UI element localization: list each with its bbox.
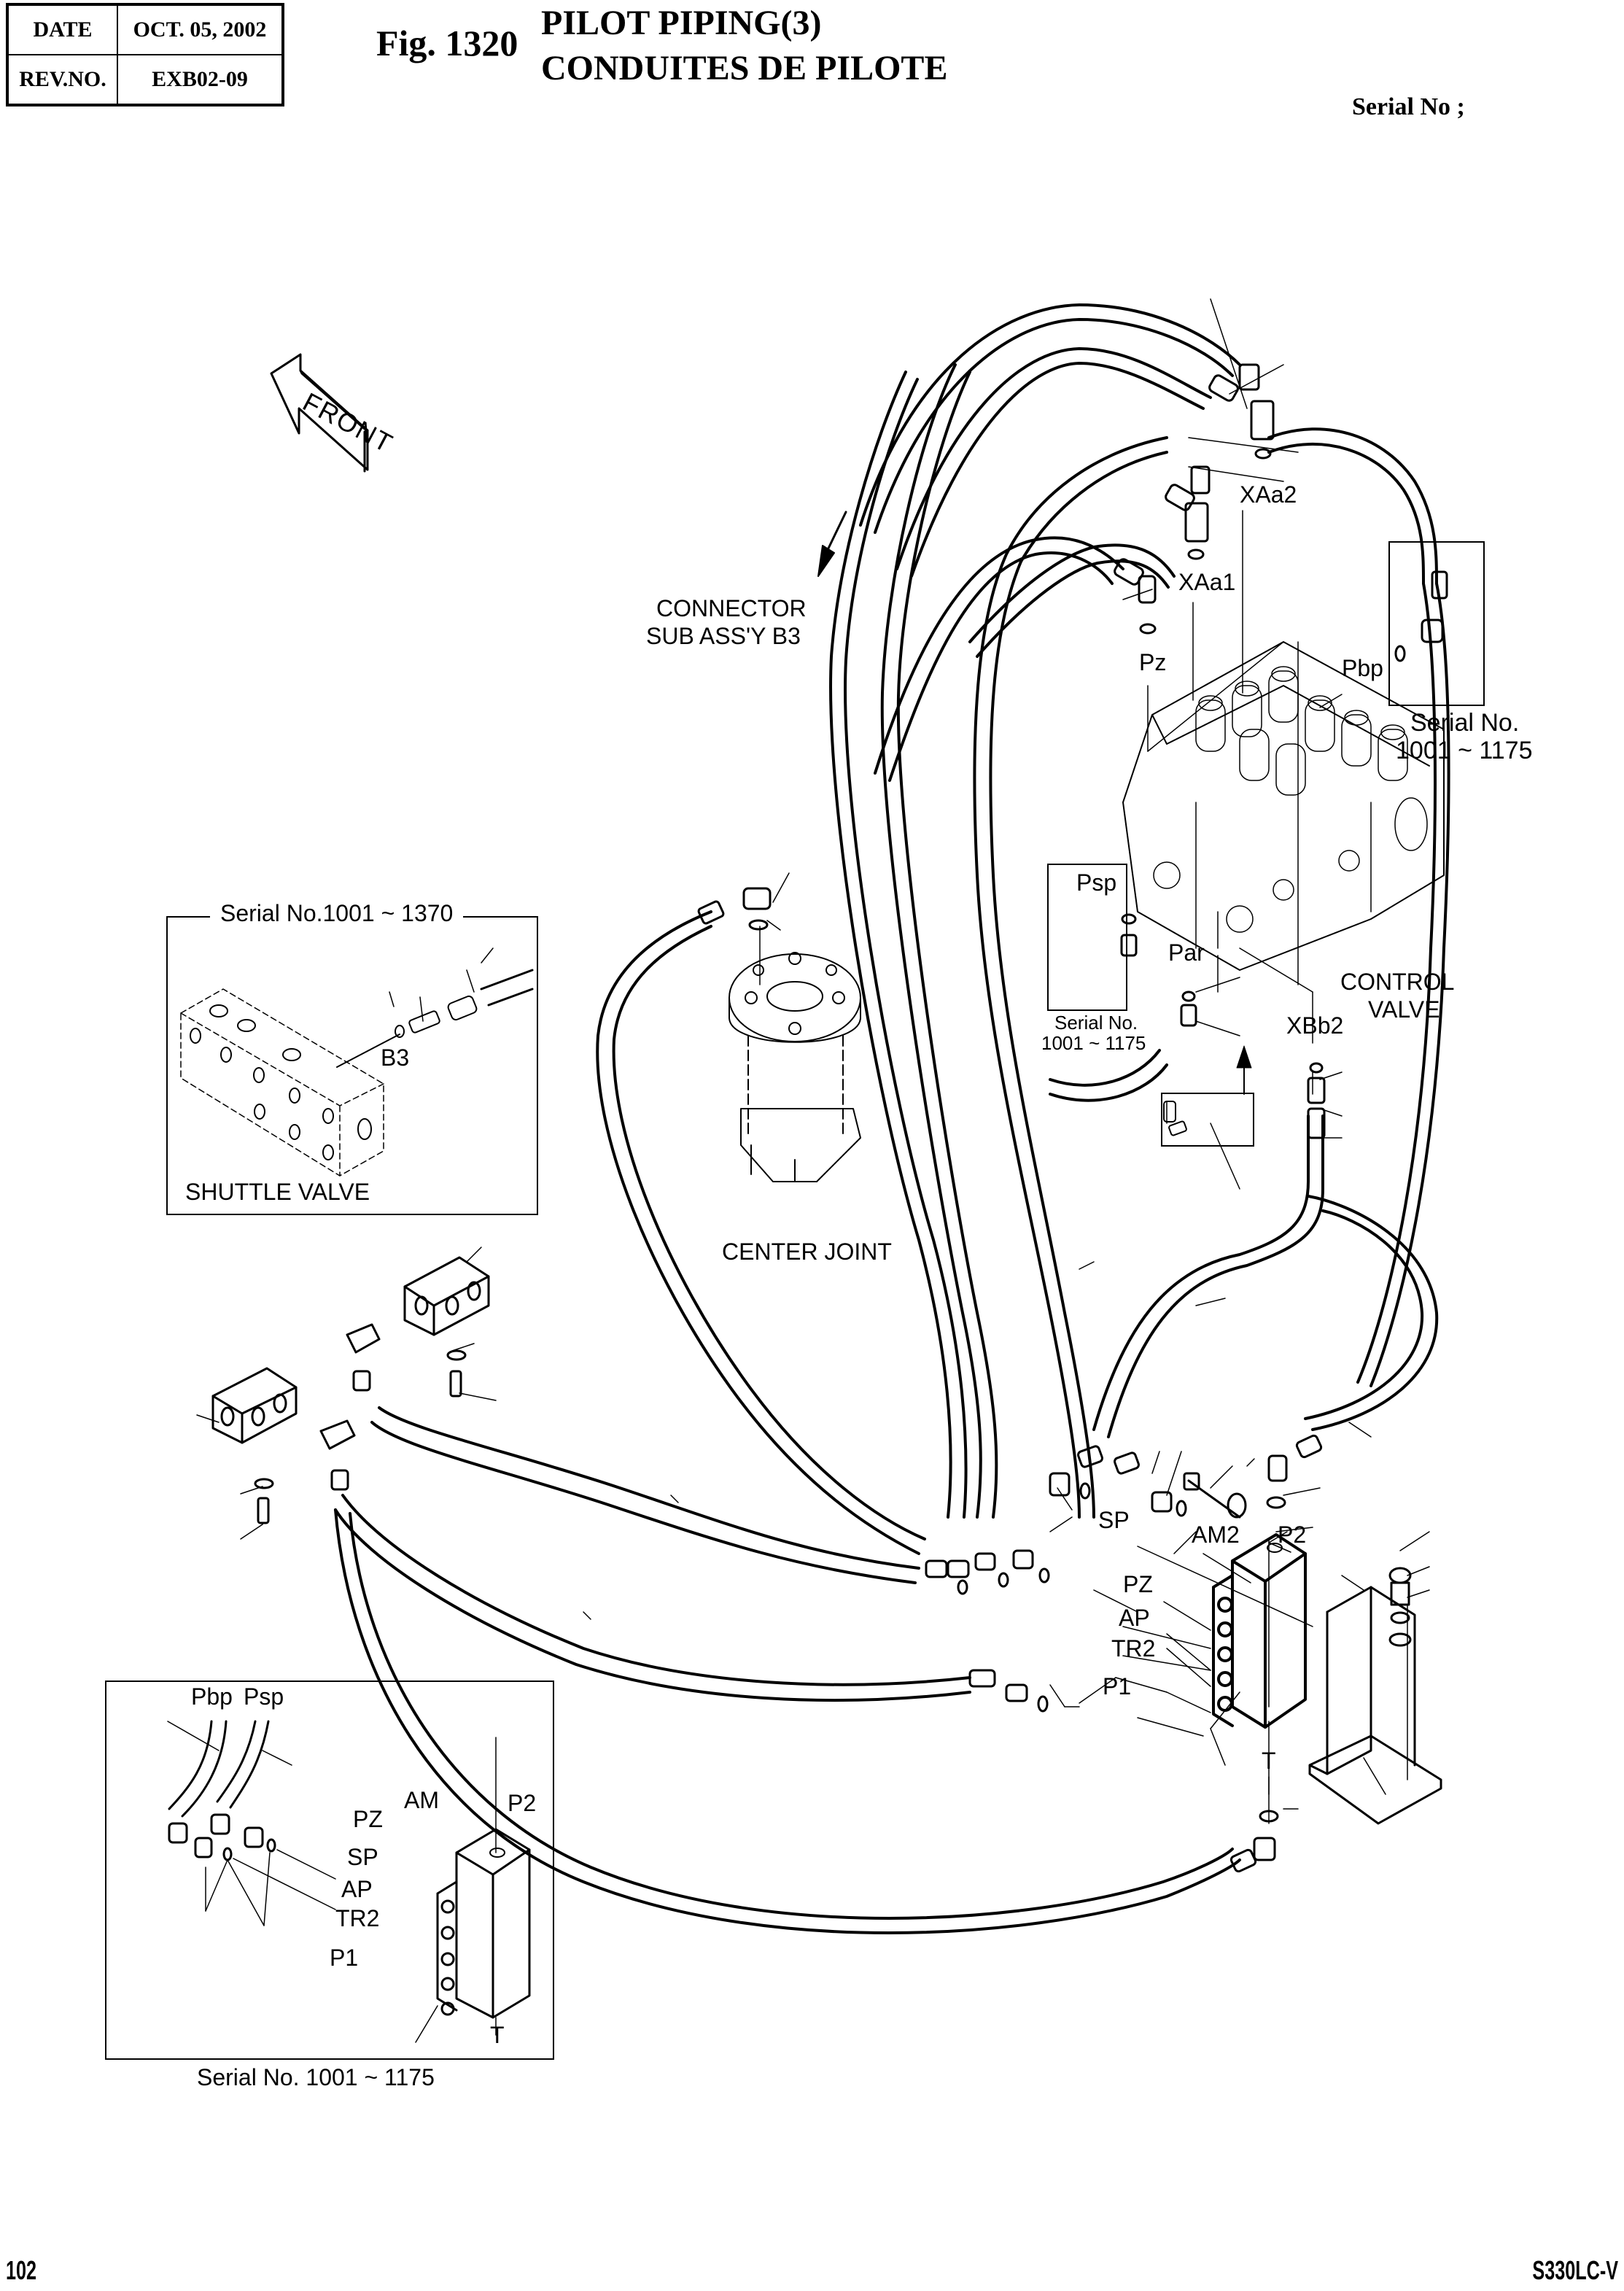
inset-label-am: AM bbox=[404, 1787, 439, 1813]
tee-block-upper bbox=[403, 1256, 490, 1336]
connector-label-line1: CONNECTOR bbox=[656, 595, 807, 621]
pbp-serial-inset bbox=[1388, 541, 1485, 706]
block-serial-label: Serial No. 1001 ~ 1175 bbox=[197, 2064, 435, 2090]
block-serial-inset bbox=[105, 1681, 554, 2060]
port-label-pz: Pz bbox=[1139, 649, 1167, 675]
port-label-b3: B3 bbox=[381, 1044, 410, 1071]
revision-table: DATE OCT. 05, 2002 REV.NO. EXB02-09 bbox=[6, 3, 284, 106]
manifold-block bbox=[1212, 1533, 1307, 1729]
shuttle-valve-label: SHUTTLE VALVE bbox=[185, 1179, 370, 1205]
center-joint bbox=[729, 952, 861, 1182]
port-label-ap: AP bbox=[1119, 1605, 1150, 1631]
port-label-am2: AM2 bbox=[1192, 1521, 1240, 1548]
center-joint-label: CENTER JOINT bbox=[722, 1238, 892, 1265]
detail-fitting-inset bbox=[1161, 1093, 1254, 1147]
inset-label-psp: Psp bbox=[244, 1683, 284, 1710]
port-label-sp: SP bbox=[1098, 1507, 1130, 1533]
date-value: OCT. 05, 2002 bbox=[117, 4, 284, 55]
port-label-p1: P1 bbox=[1103, 1673, 1132, 1699]
hose-fittings bbox=[211, 363, 1448, 1873]
port-label-xaa2: XAa2 bbox=[1240, 481, 1297, 508]
page-title-fr: CONDUITES DE PILOTE bbox=[541, 49, 948, 88]
control-valve-label-line1: CONTROL bbox=[1340, 969, 1455, 995]
shuttle-serial-label: Serial No.1001 ~ 1370 bbox=[210, 900, 464, 927]
inset-label-ap: AP bbox=[341, 1876, 373, 1902]
psp-serial-line2: 1001 ~ 1175 bbox=[1041, 1032, 1146, 1054]
control-valve-label-line2: VALVE bbox=[1368, 996, 1440, 1023]
inset-label-t: T bbox=[490, 2022, 505, 2048]
port-label-p2: P2 bbox=[1278, 1521, 1307, 1548]
mounting-bracket bbox=[1308, 1567, 1442, 1825]
date-label: DATE bbox=[7, 4, 118, 55]
pbp-serial-line1: Serial No. bbox=[1410, 709, 1520, 737]
figure-number: Fig. 1320 bbox=[376, 23, 518, 63]
inset-label-p1: P1 bbox=[330, 1945, 359, 1971]
control-valve bbox=[1122, 641, 1445, 971]
page-number: 102 bbox=[6, 2255, 37, 2285]
port-label-pbp: Pbp bbox=[1342, 655, 1383, 681]
connector-arrow-icon bbox=[817, 511, 847, 577]
inset-label-p2: P2 bbox=[508, 1790, 537, 1816]
psp-serial-inset bbox=[1047, 864, 1127, 1011]
port-label-xaa1: XAa1 bbox=[1178, 569, 1236, 595]
inset-label-pbp: Pbp bbox=[191, 1683, 233, 1710]
inset-label-sp: SP bbox=[347, 1844, 378, 1870]
shuttle-valve bbox=[180, 988, 384, 1176]
rev-label: REV.NO. bbox=[7, 54, 118, 106]
shuttle-valve-inset bbox=[166, 916, 538, 1215]
page-title-en: PILOT PIPING(3) bbox=[541, 4, 822, 42]
detail-arrow-icon bbox=[1236, 1045, 1252, 1095]
port-label-psp: Psp bbox=[1076, 869, 1117, 896]
port-label-t: T bbox=[1262, 1748, 1276, 1774]
tee-block-lower bbox=[211, 1367, 298, 1444]
port-label-pz-block: PZ bbox=[1123, 1571, 1153, 1597]
port-label-xbb2: XBb2 bbox=[1286, 1012, 1344, 1039]
inset-label-tr2: TR2 bbox=[335, 1905, 380, 1931]
serial-number-label: Serial No ; bbox=[1352, 93, 1465, 120]
inset-label-pz: PZ bbox=[353, 1806, 383, 1832]
port-label-par: Par bbox=[1168, 939, 1205, 966]
psp-serial-line1: Serial No. bbox=[1054, 1012, 1138, 1034]
pbp-serial-line2: 1001 ~ 1175 bbox=[1396, 737, 1533, 764]
model-number: S330LC-V bbox=[1532, 2255, 1618, 2285]
rev-value: EXB02-09 bbox=[117, 54, 284, 106]
port-label-tr2: TR2 bbox=[1111, 1635, 1156, 1662]
front-arrow-icon bbox=[270, 353, 369, 473]
pilot-hoses bbox=[334, 303, 1450, 1934]
connector-label-line2: SUB ASS'Y B3 bbox=[646, 623, 801, 649]
